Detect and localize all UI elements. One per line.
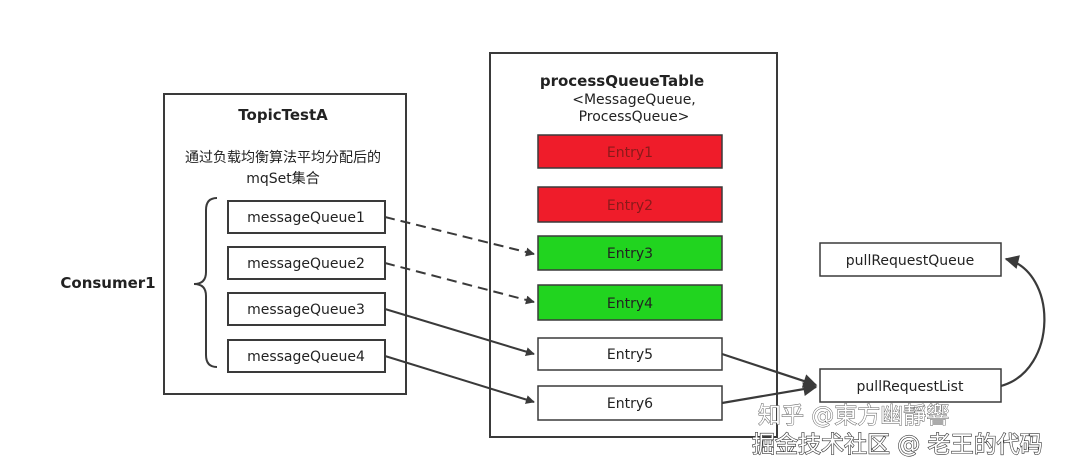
entry-1: Entry1 [537,134,723,169]
message-queue-2: messageQueue2 [227,246,386,280]
message-queue-label: messageQueue1 [247,210,365,226]
arrow-queue3-to-entry5 [384,308,535,356]
entry-5: Entry5 [537,337,723,371]
entry-label: Entry1 [607,145,653,161]
arrow-entry5-to-pull-request-list [721,352,818,388]
entry-label: Entry6 [607,396,653,412]
pull-request-list: pullRequestList [819,368,1002,403]
entry-label: Entry4 [607,296,653,312]
message-queue-label: messageQueue2 [247,256,365,272]
message-queue-1: messageQueue1 [227,200,386,234]
watermark-zhihu: 知乎 @東方幽靜響 [758,403,949,429]
topic-description-line2: mqSet集合 [246,170,320,187]
entry-2-box [537,186,723,223]
arrow-queue4-to-entry6 [384,355,535,404]
entry-6-box [537,385,723,421]
entry-1-box [537,134,723,169]
topic-title: TopicTestA [238,106,328,124]
entry-2: Entry2 [537,186,723,223]
message-queue-4: messageQueue4 [227,339,386,373]
process-queue-table-subtitle-line2: ProcessQueue> [579,109,690,125]
arrow-queue1-to-entry3 [384,216,535,257]
arrow-entry6-to-pull-request-list [721,382,818,405]
message-queue-label: messageQueue3 [247,302,365,318]
entry-4-box [537,284,723,321]
entry-label: Entry5 [607,347,653,363]
topic-description-line1: 通过负载均衡算法平均分配后的 [185,150,381,166]
entry-label: Entry3 [607,246,653,262]
message-queue-3: messageQueue3 [227,292,386,326]
message-queue-list: messageQueue1 messageQueue2 messageQueue… [227,200,386,373]
pull-request-list-label: pullRequestList [857,379,964,395]
entry-6: Entry6 [537,385,723,421]
entry-3-box [537,235,723,271]
entry-3: Entry3 [537,235,723,271]
entry-4: Entry4 [537,284,723,321]
arrow-list-to-queue [1000,255,1046,388]
arrow-queue2-to-entry4 [384,262,535,305]
watermark-juejin: 掘金技术社区 @ 老王的代码 [752,432,1043,458]
pull-request-queue: pullRequestQueue [819,242,1002,277]
consumer-label: Consumer1 [60,274,155,292]
process-queue-table-subtitle-line1: <MessageQueue, [572,92,696,108]
entry-list: Entry1 Entry2 Entry3 Entry4 Entry5 Entry… [537,134,723,421]
pull-request-queue-label: pullRequestQueue [846,253,974,269]
process-queue-table-title: processQueueTable [540,72,704,90]
queue-set-brace [193,197,218,368]
message-queue-label: messageQueue4 [247,349,365,365]
entry-label: Entry2 [607,198,653,214]
